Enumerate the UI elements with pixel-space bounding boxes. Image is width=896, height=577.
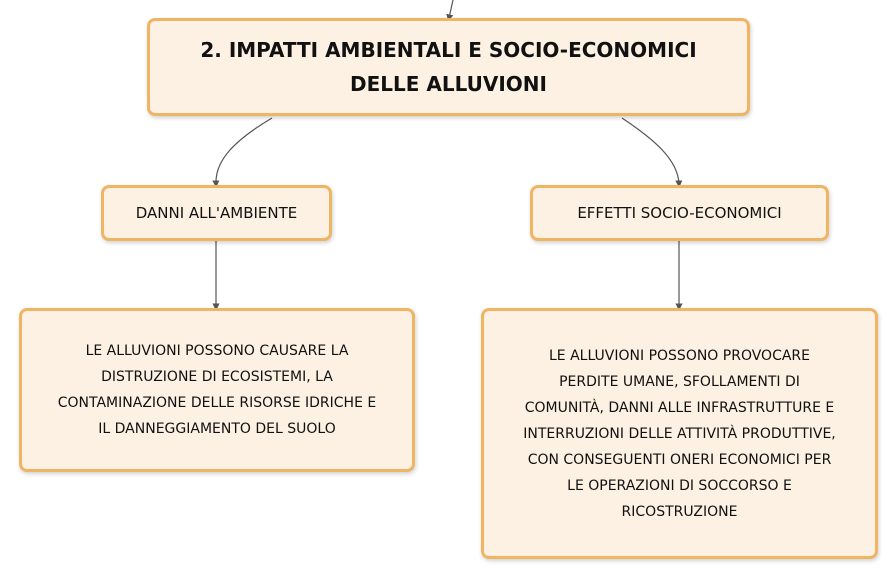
main-topic-line-1: 2. IMPATTI AMBIENTALI E SOCIO-ECONOMICI — [200, 38, 697, 62]
branch-label-socio-economic: EFFETTI SOCIO-ECONOMICI — [577, 204, 782, 222]
detail-line: LE ALLUVIONI POSSONO CAUSARE LA — [85, 343, 349, 359]
detail-line: LE ALLUVIONI POSSONO PROVOCARE — [548, 347, 811, 364]
branch-node-socio-economic[interactable]: EFFETTI SOCIO-ECONOMICI — [530, 185, 829, 241]
detail-text-socio-economic: LE ALLUVIONI POSSONO PROVOCARE PERDITE U… — [523, 343, 836, 525]
detail-text-environment: LE ALLUVIONI POSSONO CAUSARE LA DISTRUZI… — [58, 338, 376, 442]
connector-from-parent — [446, 0, 454, 22]
detail-line: CON CONSEGUENTI ONERI ECONOMICI PER — [527, 451, 832, 468]
branch-node-environment[interactable]: DANNI ALL'AMBIENTE — [101, 185, 332, 241]
connector-main-to-right — [621, 117, 683, 188]
detail-line: RICOSTRUZIONE — [621, 503, 738, 520]
detail-line: IL DANNEGGIAMENTO DEL SUOLO — [98, 421, 336, 437]
detail-line: INTERRUZIONI DELLE ATTIVITÀ PRODUTTIVE, — [523, 425, 836, 442]
branch-label-environment: DANNI ALL'AMBIENTE — [135, 204, 298, 222]
main-topic-line-2: DELLE ALLUVIONI — [350, 72, 547, 96]
main-topic-text: 2. IMPATTI AMBIENTALI E SOCIO-ECONOMICI … — [200, 33, 696, 101]
detail-node-socio-economic[interactable]: LE ALLUVIONI POSSONO PROVOCARE PERDITE U… — [481, 308, 878, 559]
detail-line: COMUNITÀ, DANNI ALLE INFRASTRUTTURE E — [524, 399, 835, 416]
detail-line: LE OPERAZIONI DI SOCCORSO E — [567, 477, 792, 494]
detail-line: CONTAMINAZIONE DELLE RISORSE IDRICHE E — [57, 395, 377, 411]
detail-line: DISTRUZIONE DI ECOSISTEMI, LA — [101, 369, 333, 385]
main-topic-node[interactable]: 2. IMPATTI AMBIENTALI E SOCIO-ECONOMICI … — [147, 18, 750, 116]
detail-node-environment[interactable]: LE ALLUVIONI POSSONO CAUSARE LA DISTRUZI… — [19, 308, 415, 472]
detail-line: PERDITE UMANE, SFOLLAMENTI DI — [559, 373, 800, 390]
connector-main-to-left — [212, 117, 273, 188]
